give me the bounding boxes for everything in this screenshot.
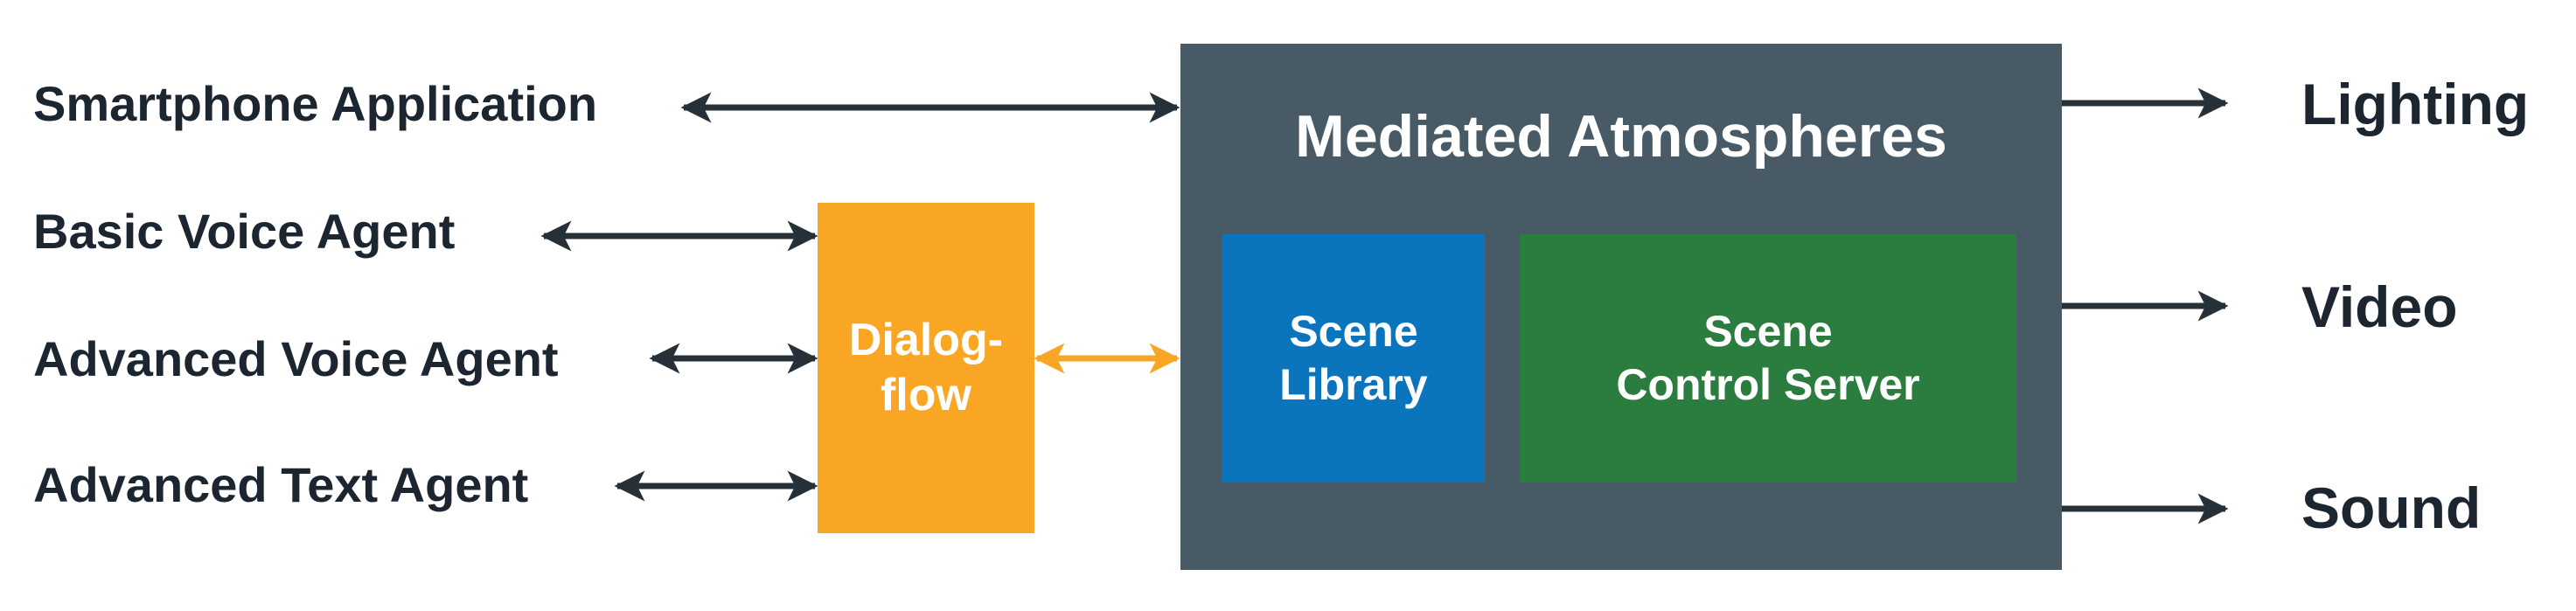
scene-library-label: Scene Library: [1279, 307, 1428, 409]
output-label-lighting: Lighting: [2301, 72, 2530, 136]
output-label-video: Video: [2301, 274, 2458, 339]
input-label-advanced-text-agent: Advanced Text Agent: [33, 457, 529, 512]
scene-library-box: Scene Library: [1222, 234, 1485, 483]
scene-control-server-box: Scene Control Server: [1520, 234, 2016, 483]
dialogflow-label: Dialog- flow: [848, 314, 1004, 420]
input-label-basic-voice-agent: Basic Voice Agent: [33, 204, 456, 259]
output-label-sound: Sound: [2301, 476, 2482, 540]
dialogflow-box: Dialog- flow: [818, 203, 1034, 533]
input-label-smartphone-application: Smartphone Application: [33, 76, 598, 131]
input-label-advanced-voice-agent: Advanced Voice Agent: [33, 331, 559, 386]
mediated-atmospheres-title: Mediated Atmospheres: [1295, 103, 1947, 170]
scene-control-server-label: Scene Control Server: [1616, 307, 1920, 409]
